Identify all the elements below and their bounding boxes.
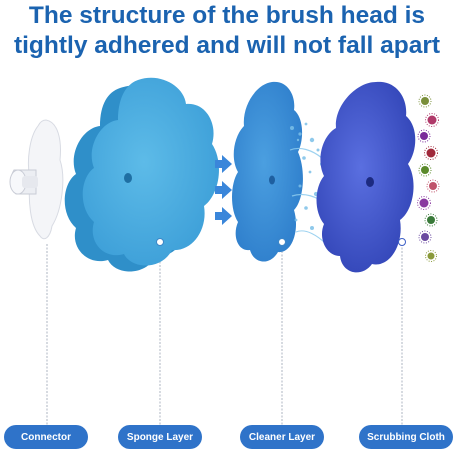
connector-label: Connector xyxy=(4,425,88,449)
sponge-layer-part xyxy=(64,77,219,272)
germ-icon xyxy=(418,163,432,177)
right-arrow-icon xyxy=(215,181,232,199)
germ-icon xyxy=(418,230,432,244)
headline-line-1: The structure of the brush head is xyxy=(28,2,426,29)
leader-lines xyxy=(46,244,403,425)
right-arrow-icons xyxy=(215,155,232,225)
germ-icons xyxy=(417,94,440,262)
connector-part xyxy=(9,119,64,240)
scrubbing-cloth-label: Scrubbing Cloth xyxy=(359,425,453,449)
germ-icon xyxy=(426,179,440,193)
germ-icon xyxy=(425,250,437,262)
germ-icon xyxy=(424,146,438,160)
headline-line-2: tightly adhered and will not fall apart xyxy=(13,32,441,59)
right-arrow-icon xyxy=(215,207,232,225)
scrubbing-cloth-part xyxy=(316,81,416,273)
cleaner-layer-part xyxy=(232,81,303,262)
germ-icon xyxy=(424,213,438,227)
germ-icon xyxy=(425,113,439,127)
cleaner-layer-label: Cleaner Layer xyxy=(240,425,324,449)
germ-icon xyxy=(418,94,432,108)
germ-icon xyxy=(417,196,431,210)
germ-icon xyxy=(417,129,431,143)
right-arrow-icon xyxy=(215,155,232,173)
sponge-layer-label: Sponge Layer xyxy=(118,425,202,449)
